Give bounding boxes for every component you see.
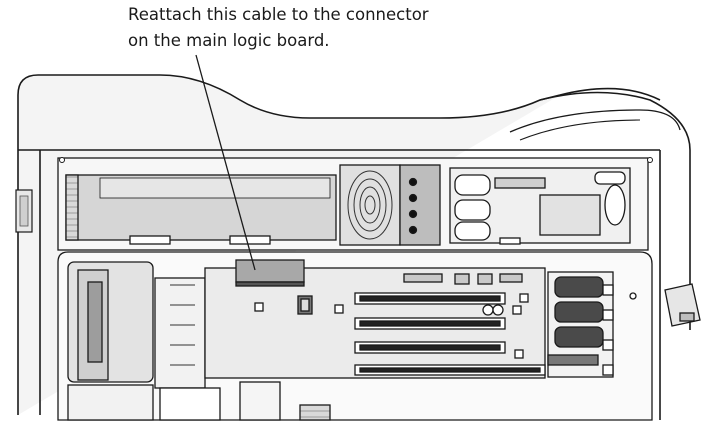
- cable-connector: [235, 259, 305, 283]
- logic-board-area: [57, 251, 653, 421]
- callout-line-2: on the main logic board.: [128, 31, 330, 50]
- callout-label: Reattach this cable to the connector on …: [128, 2, 468, 54]
- drive-bay: [57, 157, 649, 251]
- callout-leader-line: [195, 54, 256, 271]
- callout-line-1: Reattach this cable to the connector: [128, 5, 429, 24]
- case-latch: [664, 283, 701, 327]
